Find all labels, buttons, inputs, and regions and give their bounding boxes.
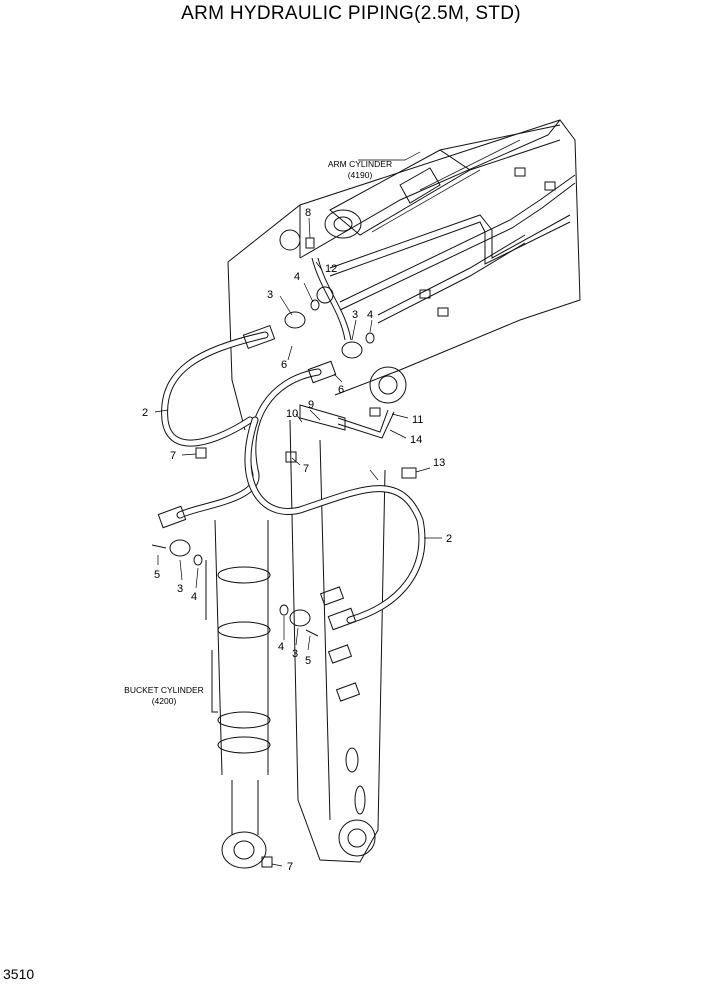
arm-cylinder-ref: (4190): [348, 170, 373, 180]
page-number: 3510: [3, 966, 35, 982]
callout-7: 7: [303, 463, 309, 475]
page-title: ARM HYDRAULIC PIPING(2.5M, STD): [181, 3, 521, 24]
callout-3: 3: [352, 309, 358, 321]
callout-2: 2: [142, 407, 148, 419]
callout-14: 14: [410, 434, 422, 446]
callout-10: 10: [286, 408, 298, 420]
callout-9: 9: [308, 399, 314, 411]
callout-3: 3: [177, 583, 183, 595]
callout-2: 2: [446, 533, 452, 545]
callout-3: 3: [267, 289, 273, 301]
callout-4: 4: [294, 271, 300, 283]
callout-4: 4: [191, 591, 197, 603]
callout-7: 7: [170, 450, 176, 462]
fittings: [151, 237, 417, 868]
arm-cylinder: [324, 124, 561, 239]
leader-lines: [154, 151, 442, 867]
callout-4: 4: [367, 309, 373, 321]
arm-cylinder-label: ARM CYLINDER: [328, 159, 392, 169]
bucket-cylinder-ref: (4200): [152, 696, 177, 706]
callout-11: 11: [412, 414, 423, 426]
hoses: [161, 257, 426, 624]
bucket-cylinder-label: BUCKET CYLINDER: [124, 685, 204, 695]
callout-3: 3: [292, 648, 298, 660]
callout-5: 5: [305, 655, 311, 667]
callout-8: 8: [305, 207, 311, 219]
callout-6: 6: [281, 359, 287, 371]
callout-5: 5: [154, 569, 160, 581]
callout-6: 6: [338, 384, 344, 396]
callout-13: 13: [433, 457, 445, 469]
callout-7: 7: [287, 861, 293, 873]
boom-pipes: [329, 167, 576, 324]
arm-boom: [227, 119, 581, 863]
bucket-cylinder: [205, 519, 271, 869]
callout-4: 4: [278, 641, 284, 653]
callout-12: 12: [325, 263, 337, 275]
